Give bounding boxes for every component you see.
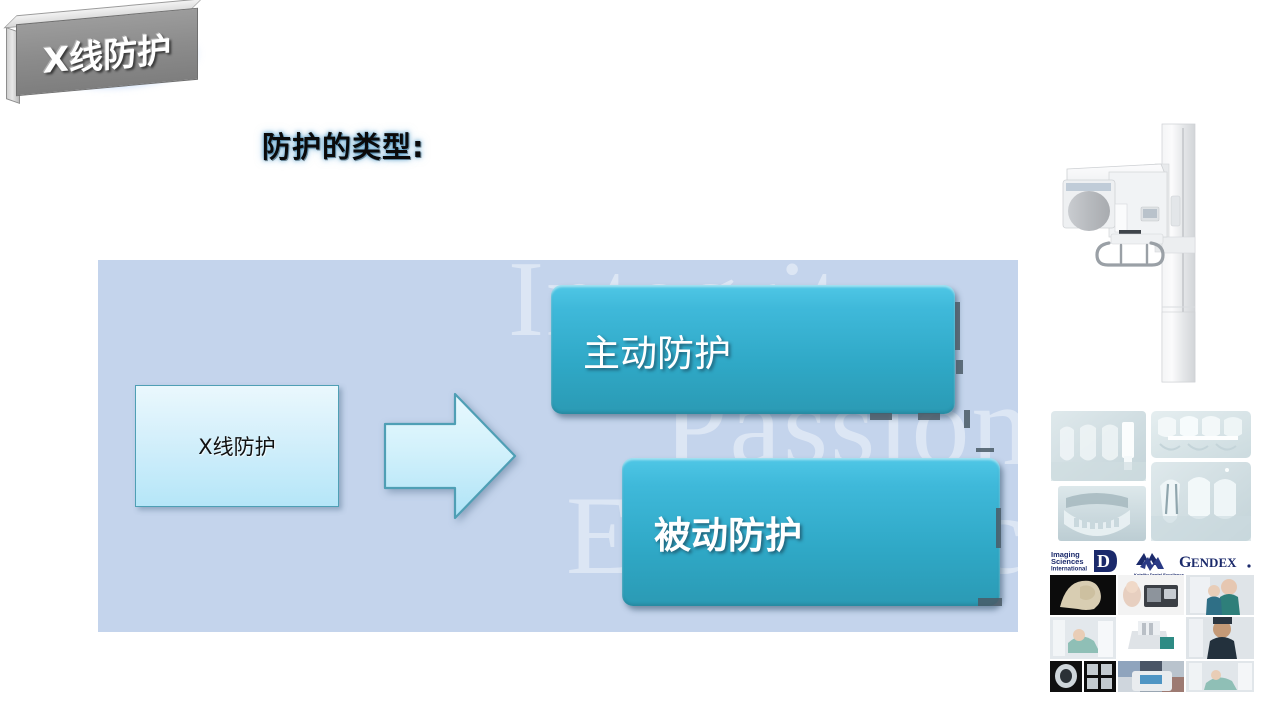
section-heading: 防护的类型: [262, 130, 425, 164]
tab-mark-6 [976, 448, 994, 452]
diagram-source-node[interactable]: X线防护 [135, 385, 339, 507]
slide-title: X线防护 [42, 29, 172, 82]
right-arrow-icon [383, 392, 517, 520]
dental-product-collage: Imaging Sciences International D Kotalit… [1046, 547, 1258, 695]
title-banner: X线防护 [2, 0, 212, 105]
tab-mark-8 [978, 598, 1002, 606]
tab-mark-5 [964, 410, 970, 428]
diagram-branch-active-label: 主动防护 [583, 331, 731, 375]
svg-text:ENDEX: ENDEX [1191, 555, 1237, 570]
svg-text:D: D [1097, 551, 1110, 571]
tab-mark-4 [918, 413, 940, 420]
tab-mark-7 [996, 508, 1001, 548]
diagram-branch-active[interactable]: 主动防护 [551, 285, 955, 414]
diagram-branch-passive-label: 被动防护 [654, 514, 802, 557]
tab-mark-1 [955, 302, 960, 350]
svg-text:International: International [1051, 567, 1087, 573]
dental-xray-collage [1048, 406, 1256, 546]
svg-text:G: G [1179, 554, 1192, 571]
tab-mark-3 [870, 413, 892, 420]
svg-text:Imaging: Imaging [1051, 550, 1080, 559]
diagram-branch-passive[interactable]: 被动防护 [622, 458, 1000, 606]
diagram-panel: Integrity Passion Excellence X线防护 主动防护 被… [98, 260, 1018, 632]
panoramic-xray-machine-photo [1043, 112, 1265, 404]
diagram-source-label: X线防护 [198, 435, 276, 459]
tab-mark-2 [956, 360, 963, 374]
svg-text:Sciences: Sciences [1051, 557, 1084, 566]
svg-text:Kotality Dental Excellence: Kotality Dental Excellence [1134, 572, 1185, 577]
